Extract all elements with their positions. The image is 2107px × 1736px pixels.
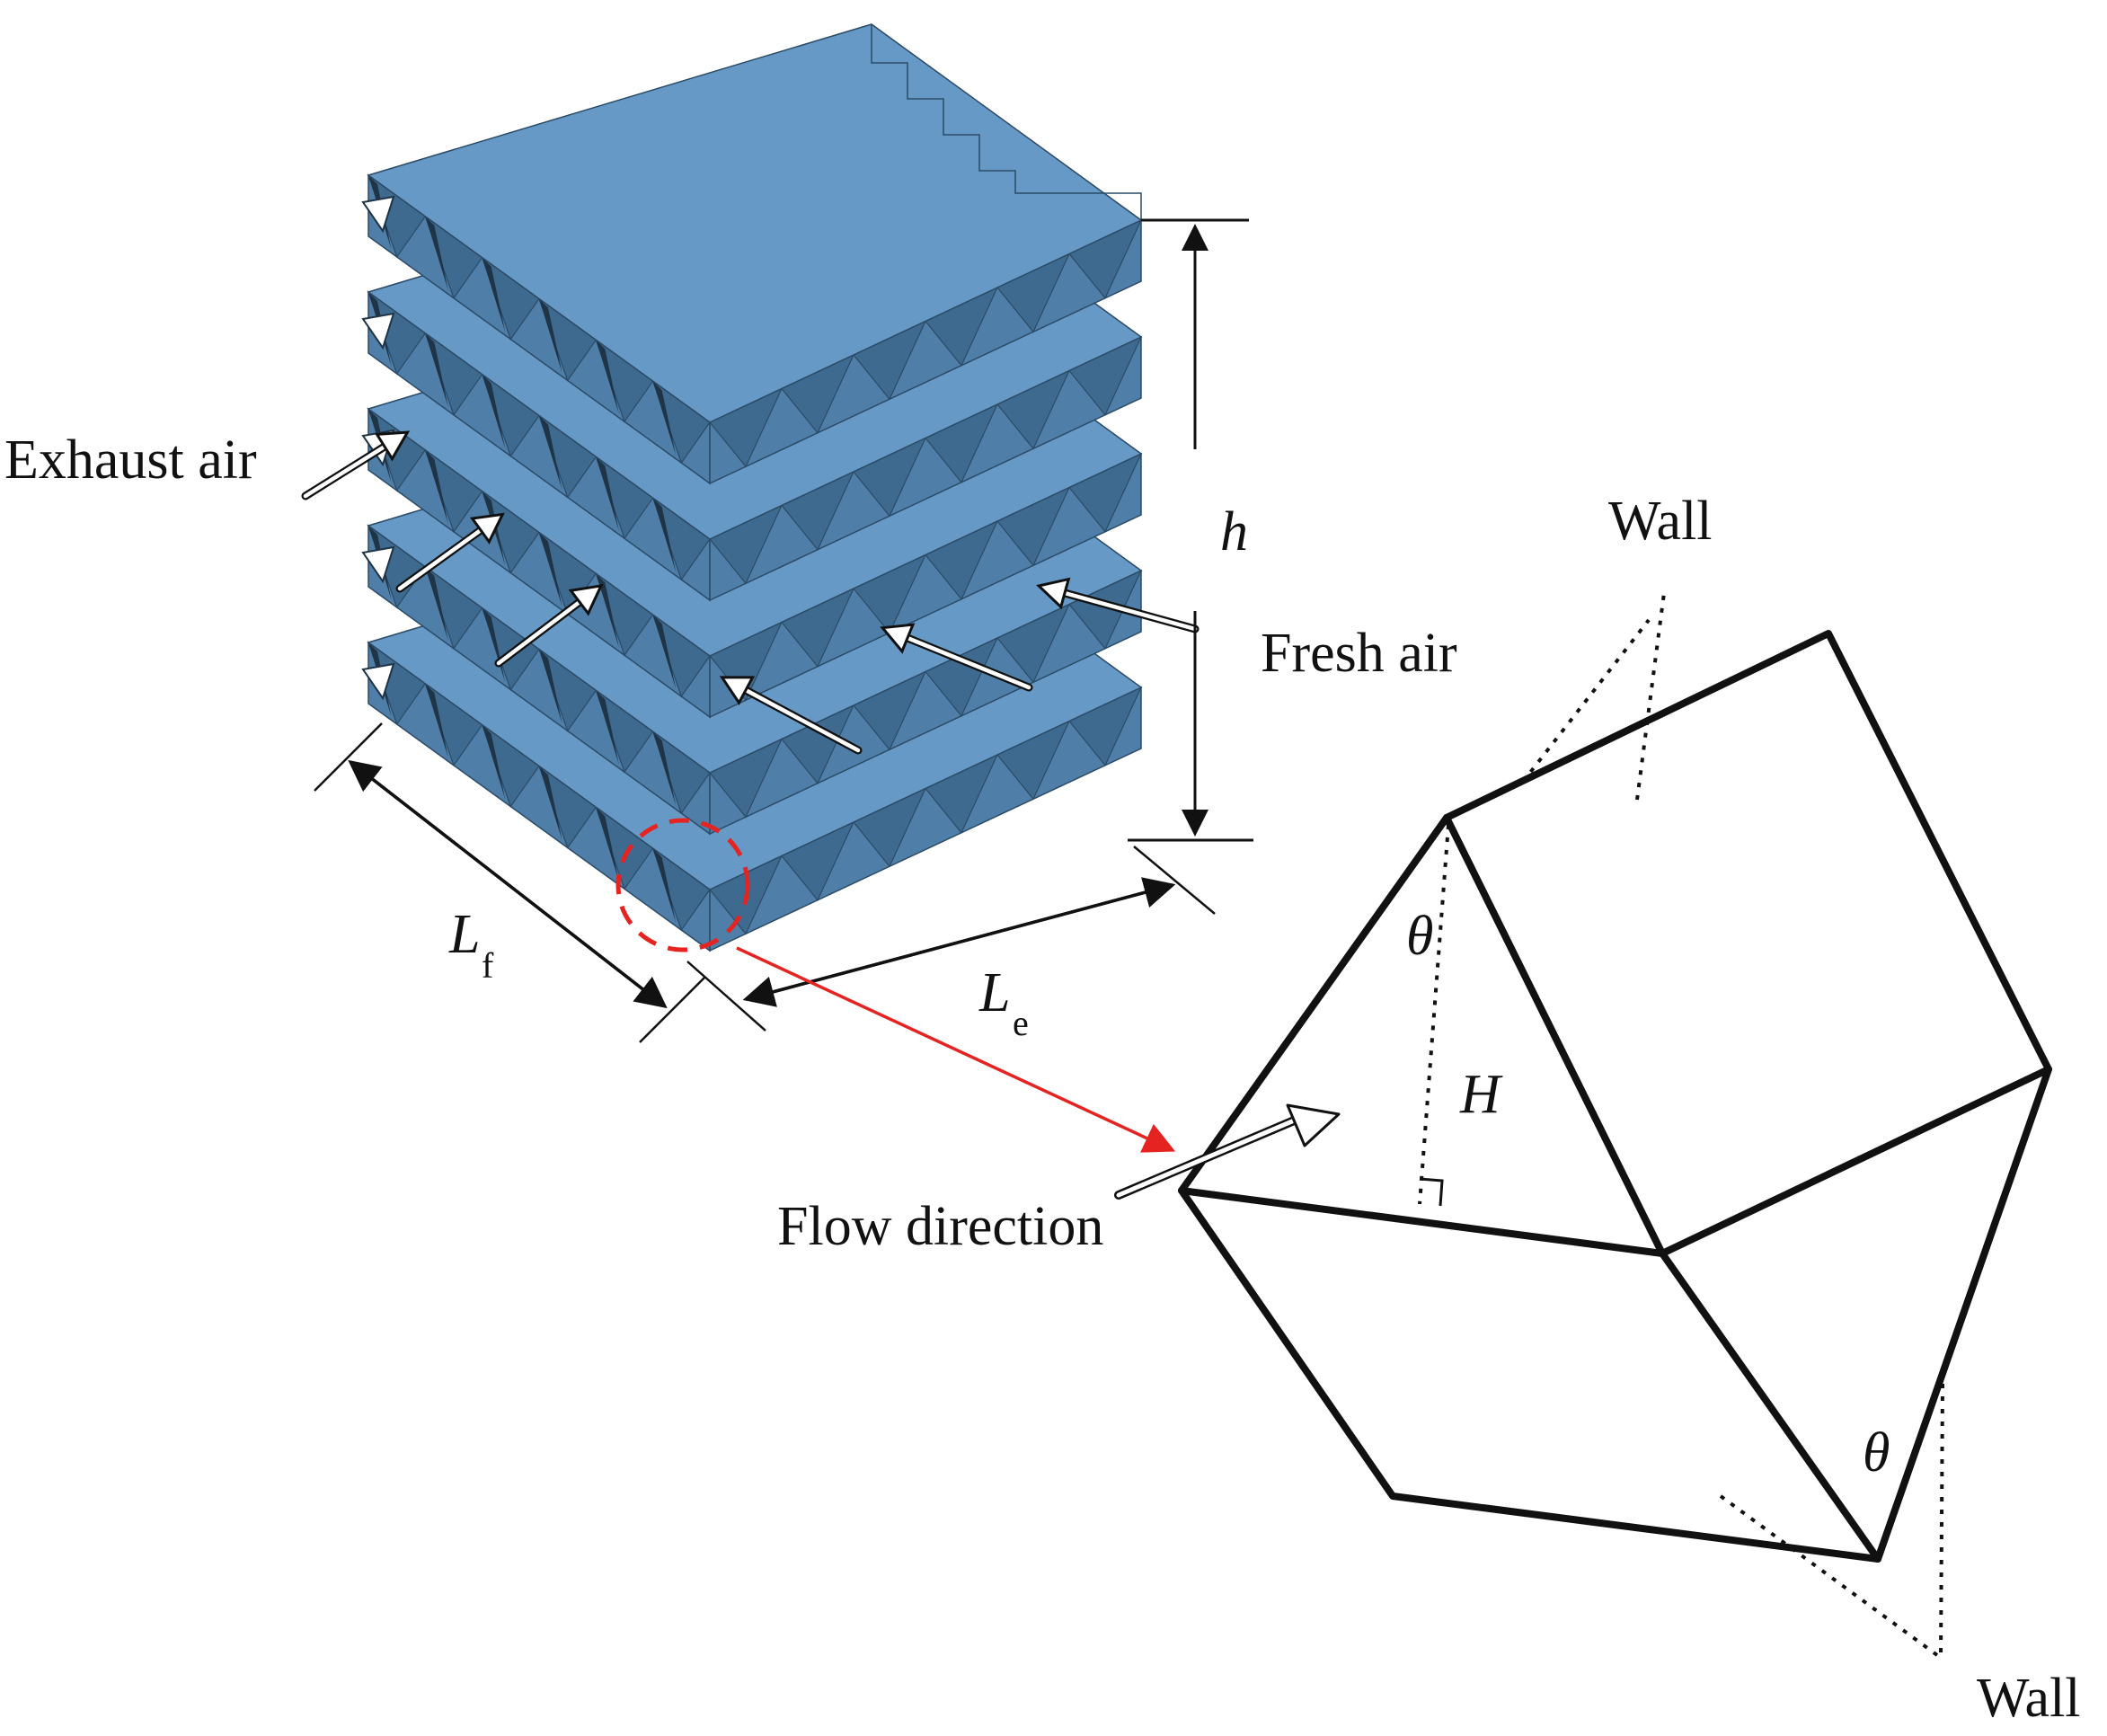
- airflow-arrow: [880, 623, 1033, 692]
- airflow-arrow: [1036, 577, 1200, 633]
- corrugation-shadow: [368, 642, 392, 717]
- corrugation-shadow: [425, 449, 448, 525]
- dimension-Lf: L f: [314, 722, 706, 1043]
- zoom-arrow: [736, 946, 1176, 1153]
- theta-bottom-label: θ: [1863, 1422, 1890, 1484]
- corrugation-shadow: [368, 175, 392, 250]
- arrow-shaft-fill: [1062, 590, 1198, 632]
- channel-detail: θ H θ: [1114, 592, 2052, 1660]
- corrugation-shadow: [482, 257, 506, 332]
- zoom-circle: [615, 818, 750, 952]
- arrow-shaft-fill: [905, 635, 1031, 690]
- arrow-head: [374, 430, 411, 462]
- Le-subscript: e: [1013, 1003, 1029, 1043]
- H-label: H: [1459, 1064, 1503, 1125]
- corrugation-shadow: [368, 526, 392, 600]
- exhaust-air-label: Exhaust air: [4, 430, 257, 491]
- arrow-shaft-fill: [496, 599, 582, 666]
- corrugation-shadow: [596, 340, 619, 415]
- corrugation-shadow: [539, 532, 562, 607]
- right-angle-mark: [1419, 1177, 1444, 1207]
- fresh-air-label: Fresh air: [1261, 623, 1457, 684]
- airflow-arrow: [301, 430, 411, 500]
- corrugation-shadow: [596, 456, 619, 532]
- Le-label: L: [978, 962, 1010, 1023]
- corrugation-shadow: [652, 381, 677, 456]
- channel-opening: [361, 195, 395, 234]
- corrugation-shadow: [652, 848, 677, 924]
- wall-top-label: Wall: [1608, 491, 1713, 552]
- corrugation-shadow: [596, 573, 619, 649]
- corrugation-shadow: [425, 566, 448, 642]
- dimension-Le: L e: [686, 846, 1216, 1043]
- corrugation-shadow: [482, 607, 506, 683]
- corrugation-shadow: [652, 498, 677, 573]
- h-label: h: [1220, 501, 1248, 562]
- corrugation-shadow: [539, 415, 562, 491]
- corrugation-shadow: [368, 409, 392, 483]
- corrugation-shadow: [368, 292, 392, 367]
- arrow-head: [880, 623, 916, 654]
- arrow-shaft-fill: [303, 444, 387, 499]
- corrugation-shadow: [652, 615, 677, 690]
- plate-back-edge: [871, 24, 1142, 220]
- corrugation-shadow: [482, 374, 506, 449]
- channel-opening: [361, 312, 395, 350]
- flow-direction-arrow: [1114, 1103, 1341, 1200]
- arrow-shaft-fill: [743, 687, 861, 753]
- arrow-head: [469, 512, 505, 545]
- corrugation-shadow: [596, 807, 619, 882]
- plate-layer: [361, 23, 1143, 485]
- airflow-arrow: [719, 676, 863, 755]
- channel-front-triangle: [1178, 814, 1666, 1257]
- arrow-head: [719, 676, 756, 706]
- theta-top-label: θ: [1406, 906, 1433, 967]
- flow-direction-label: Flow direction: [777, 1196, 1103, 1257]
- corrugation-shadow: [539, 766, 562, 841]
- airflow-arrow: [494, 583, 604, 668]
- channel-bottom-face: [1178, 1066, 2052, 1563]
- corrugation-shadow: [596, 690, 619, 766]
- corrugation-shadow: [652, 731, 677, 807]
- Lf-label: L: [448, 904, 480, 965]
- corrugation-shadow: [539, 649, 562, 724]
- wall-bottom-label: Wall: [1977, 1668, 2081, 1729]
- channel-opening: [361, 662, 395, 701]
- altitude-line: [1418, 824, 1450, 1205]
- airflow-arrow: [395, 512, 505, 593]
- corrugation-shadow: [482, 724, 506, 800]
- corrugation-shadow: [425, 216, 448, 291]
- heat-exchanger-core: [361, 23, 1143, 952]
- corrugation-shadow: [425, 332, 448, 408]
- corrugation-shadow: [425, 683, 448, 758]
- channel-top-face: [1443, 630, 2052, 1257]
- airflow-arrows: [301, 430, 1200, 755]
- arrow-head: [568, 583, 604, 616]
- arrow-head: [1036, 577, 1071, 610]
- dimension-h: h: [1128, 218, 1253, 842]
- arrow-shaft-fill: [397, 527, 483, 591]
- corrugation-shadow: [539, 298, 562, 374]
- channel-opening: [361, 545, 395, 584]
- zoom-callout: [615, 818, 1176, 1153]
- Lf-subscript: f: [482, 945, 494, 986]
